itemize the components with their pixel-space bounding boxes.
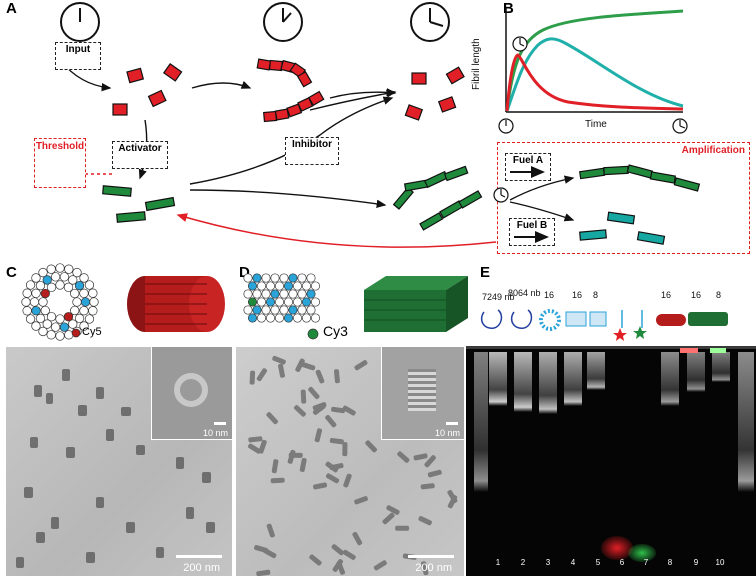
green-fibril <box>392 165 483 231</box>
gel-lane <box>687 352 705 392</box>
gel-lane <box>489 352 507 406</box>
panel-letter-b: B <box>503 0 514 17</box>
input-label: Input <box>65 44 91 55</box>
green-bundle-icon <box>688 312 728 326</box>
scaffold-loop-icon <box>510 309 533 329</box>
panel-a-diagram <box>56 2 497 248</box>
lane-number: 5 <box>595 558 601 567</box>
lane-number: 7 <box>643 558 649 567</box>
threshold-box: Threshold <box>34 138 86 188</box>
lane-header-label: 7249 nb <box>482 292 515 302</box>
gel-lane <box>539 352 557 414</box>
cy5-label: Cy5 <box>82 326 102 338</box>
teal-curve <box>505 37 684 112</box>
teal-monomers <box>579 211 666 245</box>
scale-label-cy3: 200 nm <box>415 562 452 574</box>
lane-number-row: 1 2 3 4 5 6 7 8 9 10 <box>466 558 756 572</box>
scaffold-loop-icon <box>480 309 503 329</box>
input-box: Input <box>55 42 101 70</box>
lane-header-label: 16 <box>691 290 702 300</box>
green-fibril <box>579 164 701 192</box>
green-monomers <box>102 185 176 223</box>
lane-number: 4 <box>570 558 576 567</box>
gel-lane <box>514 352 532 412</box>
panel-letter-c: C <box>6 264 17 281</box>
green-bundle <box>364 276 468 332</box>
activator-box: Activator <box>112 141 168 169</box>
inset-scale-label: 10 nm <box>434 428 460 438</box>
threshold-label: Threshold <box>35 141 85 152</box>
gel-lane <box>474 352 488 492</box>
lane-header-label: 16 <box>661 290 672 300</box>
gel-lane <box>564 352 582 406</box>
panel-letter-a: A <box>6 0 17 17</box>
cy3-star-icon <box>633 326 647 339</box>
cy3-label: Cy3 <box>323 323 348 339</box>
tem-image-cy5: 10 nm 200 nm <box>6 347 232 576</box>
lane-header-label: 8 <box>593 290 599 300</box>
lane-number: 1 <box>495 558 501 567</box>
ring-origami-icon <box>539 309 561 331</box>
panel-letter-d: D <box>239 264 250 281</box>
cy5-star-icon <box>613 328 627 341</box>
panel-letter-e: E <box>480 264 491 281</box>
gel-lane <box>738 352 754 492</box>
green-curve <box>505 9 684 112</box>
inhibitor-label: Inhibitor <box>292 139 332 150</box>
lane-number: 6 <box>619 558 625 567</box>
panel-b-chart <box>498 8 688 134</box>
lane-number: 3 <box>545 558 551 567</box>
inset-scale-label: 10 nm <box>202 428 228 438</box>
cy3-origami-diagram <box>243 273 468 340</box>
red-bundle <box>127 276 225 332</box>
activator-label: Activator <box>118 143 162 154</box>
gel-header: 7249 nb 8064 nb 16 16 8 16 16 8 <box>470 288 756 346</box>
gel-lane <box>587 352 605 390</box>
red-monomers <box>112 63 183 116</box>
grid-origami-icon <box>589 311 607 327</box>
red-monomers <box>404 66 465 121</box>
chart-x-axis-label: Time <box>585 119 607 130</box>
clock-icon <box>672 118 688 134</box>
lane-number: 8 <box>667 558 673 567</box>
tem-image-cy3: 10 nm 200 nm <box>236 347 464 576</box>
clock-icon <box>493 187 509 203</box>
lane-number: 9 <box>693 558 699 567</box>
red-curve <box>505 53 684 112</box>
lane-header-label: 16 <box>544 290 555 300</box>
tem-inset-cy5: 10 nm <box>151 347 232 440</box>
gel-lane <box>661 352 679 406</box>
amplification-diagram <box>493 164 701 245</box>
clock-icon <box>60 2 100 42</box>
red-fibril <box>256 58 325 123</box>
cy5-origami-diagram <box>21 263 225 341</box>
clock-icon <box>410 2 450 42</box>
red-bundle-icon <box>656 314 686 326</box>
lane-header-label: 16 <box>572 290 583 300</box>
gel-lane <box>712 352 730 382</box>
amplification-label: Amplification <box>681 145 745 156</box>
lane-header-label: 8064 nb <box>508 288 541 298</box>
clock-icon <box>498 118 514 134</box>
chart-y-axis-label: Fibril length <box>471 38 482 90</box>
grid-origami-icon <box>565 311 587 327</box>
fuel-b-label: Fuel B <box>516 220 548 231</box>
gel-image: 1 2 3 4 5 6 7 8 9 10 <box>466 346 756 576</box>
clock-icon <box>512 36 528 52</box>
scale-label-cy5: 200 nm <box>183 562 220 574</box>
fuel-a-label: Fuel A <box>512 155 544 166</box>
inhibitor-box: Inhibitor <box>285 137 339 165</box>
lane-number: 2 <box>520 558 526 567</box>
lane-header-label: 8 <box>716 290 722 300</box>
lane-number: 10 <box>715 558 725 567</box>
tem-inset-cy3: 10 nm <box>381 347 464 440</box>
clock-icon <box>263 2 303 42</box>
